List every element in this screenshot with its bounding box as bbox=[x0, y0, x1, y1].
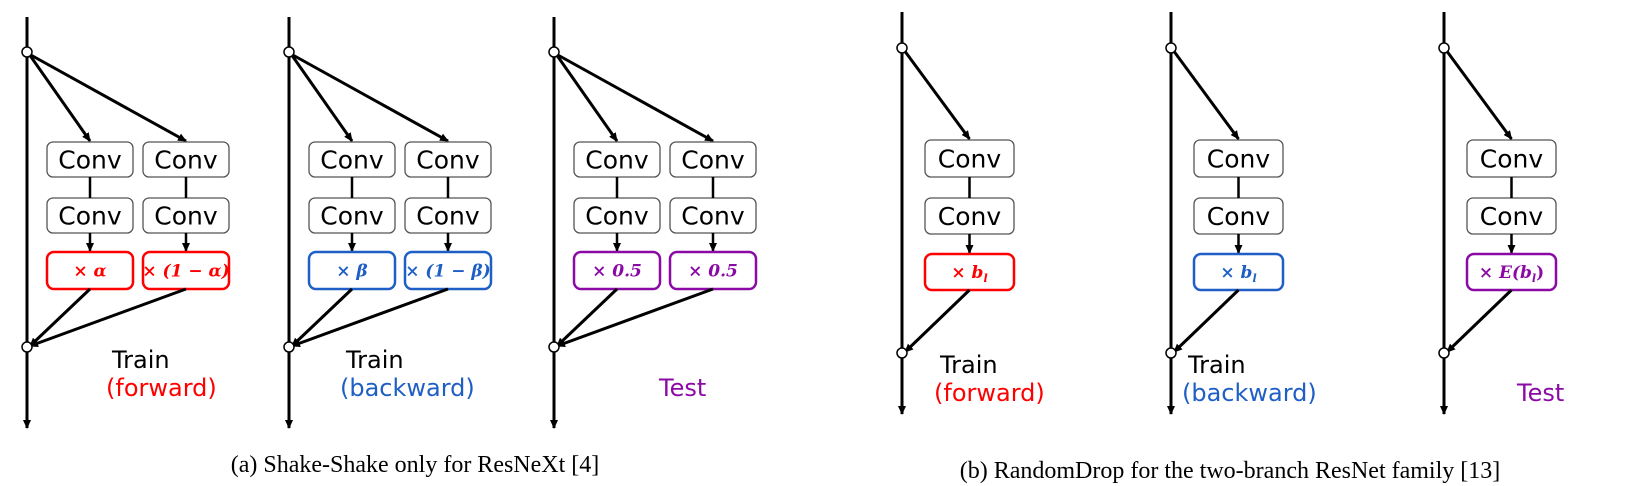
sub-a-panel-2-branch-1-conv-label-2: Conv bbox=[320, 202, 384, 231]
sub-a-panel-1-branch-2-merge-arrow bbox=[29, 287, 187, 348]
sub-a-panel-1-branch-2-conv-label-2: Conv bbox=[154, 202, 218, 231]
sub-b-panel-2-merge-node bbox=[1165, 347, 1177, 359]
sub-a-panel-2-merge-node bbox=[283, 341, 295, 353]
sub-b-panel-3-branch-1-factor-label: × E(bl) bbox=[1479, 263, 1544, 285]
sub-a-panel-2-branch-2-merge-arrow bbox=[291, 287, 449, 348]
factor-main: × 0.5 bbox=[592, 262, 642, 282]
factor-subscript: l bbox=[983, 272, 987, 285]
sub-a-panel-3-split-node bbox=[548, 46, 560, 58]
sub-b-panel-1-merge-node bbox=[896, 347, 908, 359]
sub-a-panel-3-branch-1-merge-arrow bbox=[555, 287, 619, 348]
sub-b-panel-1-branch-1-merge-arrow bbox=[903, 288, 971, 354]
sub-a-panel-2-branch-1-merge-arrow bbox=[290, 287, 354, 348]
sub-a-panel-2-mode-label: (backward) bbox=[340, 374, 475, 402]
sub-a-panel-1-branch-2-split-arrow bbox=[28, 52, 187, 143]
sub-b-panel-1-mode-label: (forward) bbox=[934, 379, 1045, 407]
sub-b-panel-1-branch-1-conv-label-1: Conv bbox=[938, 145, 1002, 174]
sub-b-panel-2-title: Train bbox=[1187, 351, 1246, 379]
factor-tail: ) bbox=[1536, 263, 1544, 283]
sub-a-panel-1-merge-node bbox=[21, 341, 33, 353]
sub-a-panel-1-branch-2-conv-label-1: Conv bbox=[154, 146, 218, 175]
factor-main: × b bbox=[1220, 263, 1252, 283]
sub-b-panel-1-branch-1-factor-label: × bl bbox=[951, 263, 987, 285]
sub-a-panel-1-title: Train bbox=[111, 346, 170, 374]
sub-a-panel-3-branch-2-factor-label: × 0.5 bbox=[688, 262, 738, 282]
sub-a-panel-1-branch-1-conv-label-2: Conv bbox=[58, 202, 122, 231]
sub-a-panel-3-mode-label: Test bbox=[658, 374, 706, 402]
sub-b-panel-2-branch-1-conv-label-1: Conv bbox=[1207, 145, 1271, 174]
sub-a-panel-2-branch-2-split-arrow bbox=[290, 52, 449, 143]
sub-a-panel-1-mode-label: (forward) bbox=[106, 374, 217, 402]
sub-b-panel-1-title: Train bbox=[939, 351, 998, 379]
sub-a-panel-1-branch-1-split-arrow bbox=[27, 53, 92, 142]
caption-b: (b) RandomDrop for the two-branch ResNet… bbox=[960, 458, 1501, 484]
factor-main: × α bbox=[73, 262, 106, 282]
sub-a-panel-2-branch-2-factor-label: × (1 − β) bbox=[405, 262, 490, 282]
sub-b-panel-3-mode-label: Test bbox=[1516, 379, 1564, 407]
sub-a-panel-1-branch-1-factor-label: × α bbox=[73, 262, 106, 282]
sub-a-panel-3-branch-1-conv-label-1: Conv bbox=[585, 146, 649, 175]
sub-b-panel-2-mode-label: (backward) bbox=[1182, 379, 1317, 407]
factor-main: × (1 − α) bbox=[142, 262, 229, 282]
sub-a-panel-3-branch-1-conv-label-2: Conv bbox=[585, 202, 649, 231]
sub-b-panel-3-branch-1-split-arrow bbox=[1444, 49, 1513, 140]
sub-b-panel-1-split-node bbox=[896, 42, 908, 54]
sub-a-panel-2-split-node bbox=[283, 46, 295, 58]
sub-a-panel-2-branch-2-conv-label-2: Conv bbox=[416, 202, 480, 231]
sub-b-panel-3-merge-node bbox=[1438, 347, 1450, 359]
sub-b-panel-3-branch-1-conv-label-1: Conv bbox=[1480, 145, 1544, 174]
sub-b-panel-1-branch-1-split-arrow bbox=[902, 49, 971, 140]
sub-a-panel-2-branch-1-factor-label: × β bbox=[336, 262, 367, 282]
factor-subscript: l bbox=[1532, 272, 1536, 285]
caption-a: (a) Shake-Shake only for ResNeXt [4] bbox=[231, 452, 600, 478]
sub-a-panel-2-branch-1-split-arrow bbox=[289, 53, 354, 142]
sub-b-panel-2-branch-1-factor-label: × bl bbox=[1220, 263, 1256, 285]
sub-a-panel-3-branch-1-factor-label: × 0.5 bbox=[592, 262, 642, 282]
sub-a-panel-3-branch-2-conv-label-1: Conv bbox=[681, 146, 745, 175]
factor-main: × (1 − β) bbox=[405, 262, 490, 282]
sub-b-panel-3-split-node bbox=[1438, 42, 1450, 54]
sub-a-panel-3-branch-2-merge-arrow bbox=[556, 287, 714, 348]
sub-a-panel-3-branch-1-split-arrow bbox=[554, 53, 619, 142]
sub-b-panel-3-branch-1-conv-label-2: Conv bbox=[1480, 202, 1544, 231]
sub-b-panel-2-branch-1-split-arrow bbox=[1171, 49, 1240, 140]
sub-b-panel-3-branch-1-merge-arrow bbox=[1445, 288, 1513, 354]
factor-main: × b bbox=[951, 263, 983, 283]
factor-main: × β bbox=[336, 262, 367, 282]
sub-a-panel-1-branch-2-factor-label: × (1 − α) bbox=[142, 262, 229, 282]
sub-a-panel-3-merge-node bbox=[548, 341, 560, 353]
sub-a-panel-2-branch-1-conv-label-1: Conv bbox=[320, 146, 384, 175]
sub-a-panel-3-branch-2-split-arrow bbox=[555, 52, 714, 143]
sub-b-panel-2-split-node bbox=[1165, 42, 1177, 54]
sub-a-panel-1-branch-1-merge-arrow bbox=[28, 287, 92, 348]
sub-a-panel-1-split-node bbox=[21, 46, 33, 58]
factor-main: × 0.5 bbox=[688, 262, 738, 282]
sub-a-panel-2-branch-2-conv-label-1: Conv bbox=[416, 146, 480, 175]
sub-b-panel-2-branch-1-merge-arrow bbox=[1172, 288, 1240, 354]
sub-b-panel-2-branch-1-conv-label-2: Conv bbox=[1207, 202, 1271, 231]
factor-main: × E(b bbox=[1479, 263, 1532, 283]
sub-a-panel-1-branch-1-conv-label-1: Conv bbox=[58, 146, 122, 175]
sub-a-panel-2-title: Train bbox=[345, 346, 404, 374]
factor-subscript: l bbox=[1252, 272, 1256, 285]
sub-a-panel-3-branch-2-conv-label-2: Conv bbox=[681, 202, 745, 231]
sub-b-panel-1-branch-1-conv-label-2: Conv bbox=[938, 202, 1002, 231]
